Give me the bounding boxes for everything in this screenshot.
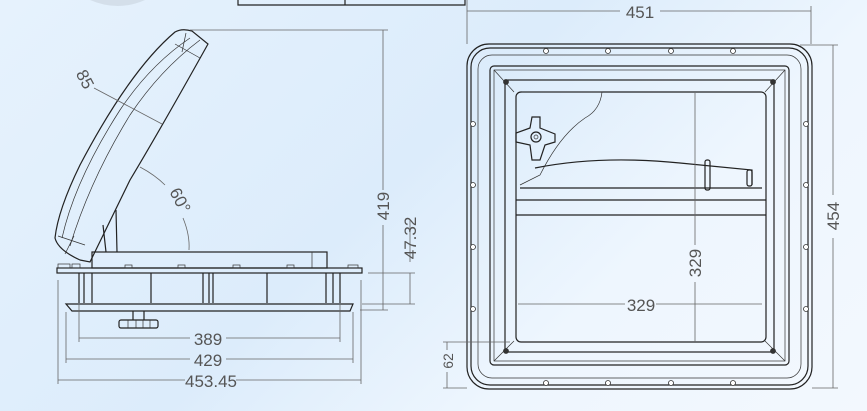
- dim-label: 454: [824, 202, 843, 230]
- screws: [470, 48, 809, 386]
- lid: [54, 29, 209, 263]
- dim-outer-width: 451: [466, 0, 812, 44]
- dim-edge-offset: 62: [440, 341, 510, 389]
- side-view: 85 60° 419 47.32 389 429 453.45: [54, 29, 420, 391]
- dim-base-height: 47.32: [362, 217, 420, 305]
- top-view: 451 454 329 329 62: [440, 0, 843, 390]
- dim-label: 419: [374, 192, 393, 220]
- outer-frame: [466, 43, 813, 390]
- bottom-plate: [64, 303, 354, 312]
- dim-body-width: 429: [65, 312, 354, 370]
- dim-opening-angle: 60°: [139, 166, 194, 251]
- dim-opening-height: 329: [686, 93, 705, 342]
- dim-label: 453.45: [185, 372, 237, 391]
- handle-knob: [515, 116, 556, 161]
- dim-lid-thickness: 85: [72, 67, 163, 125]
- dim-opening-width: 329: [518, 296, 762, 315]
- opening: [515, 91, 767, 343]
- title-block-fragment: [90, 0, 466, 6]
- flange: [56, 263, 363, 274]
- dim-label: 85: [72, 67, 98, 93]
- dim-total-height: 419: [190, 29, 393, 311]
- dim-label: 329: [627, 296, 655, 315]
- dim-label: 60°: [165, 185, 194, 217]
- knob: [118, 311, 159, 329]
- dim-label: 329: [686, 249, 705, 277]
- dim-flange-width: 453.45: [57, 280, 362, 391]
- dim-label: 47.32: [401, 217, 420, 260]
- inner-frame: [91, 251, 328, 269]
- dim-inner-width: 389: [78, 305, 341, 349]
- dim-outer-depth: 454: [800, 44, 843, 389]
- dim-label: 389: [194, 330, 222, 349]
- dim-label: 451: [626, 3, 654, 22]
- dim-label: 429: [194, 351, 222, 370]
- body: [78, 273, 341, 303]
- dim-label: 62: [440, 353, 456, 369]
